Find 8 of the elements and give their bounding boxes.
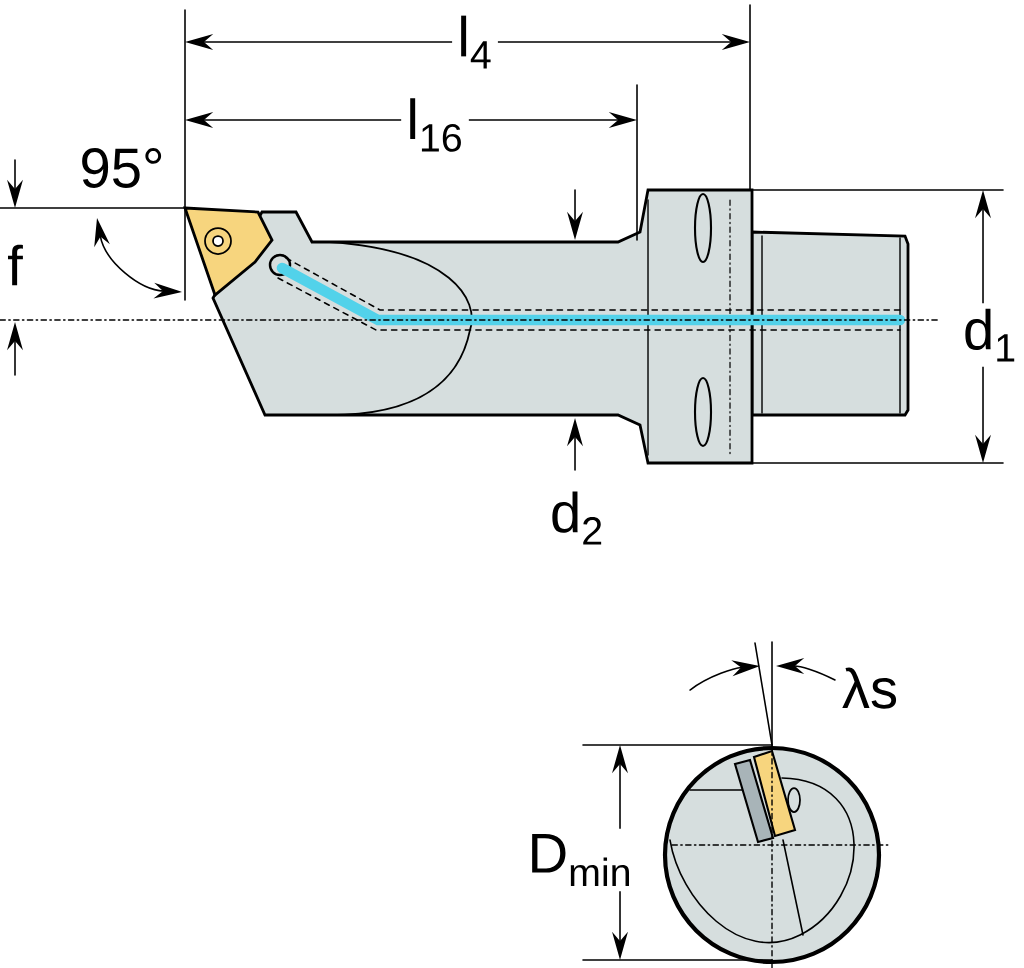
dimension-label: 95° [82, 148, 162, 188]
dimension-label: d$_{2}$ [552, 491, 602, 545]
dimension-label: l$_{4}$ [452, 10, 498, 74]
dimension-label: D$_{min}$ [522, 828, 638, 892]
dimension-label: f [8, 244, 23, 286]
dimension-label: l$_{16}$ [401, 92, 469, 158]
dimension-label: d$_{1}$ [957, 303, 1023, 367]
dimension-label: λs [842, 667, 897, 709]
